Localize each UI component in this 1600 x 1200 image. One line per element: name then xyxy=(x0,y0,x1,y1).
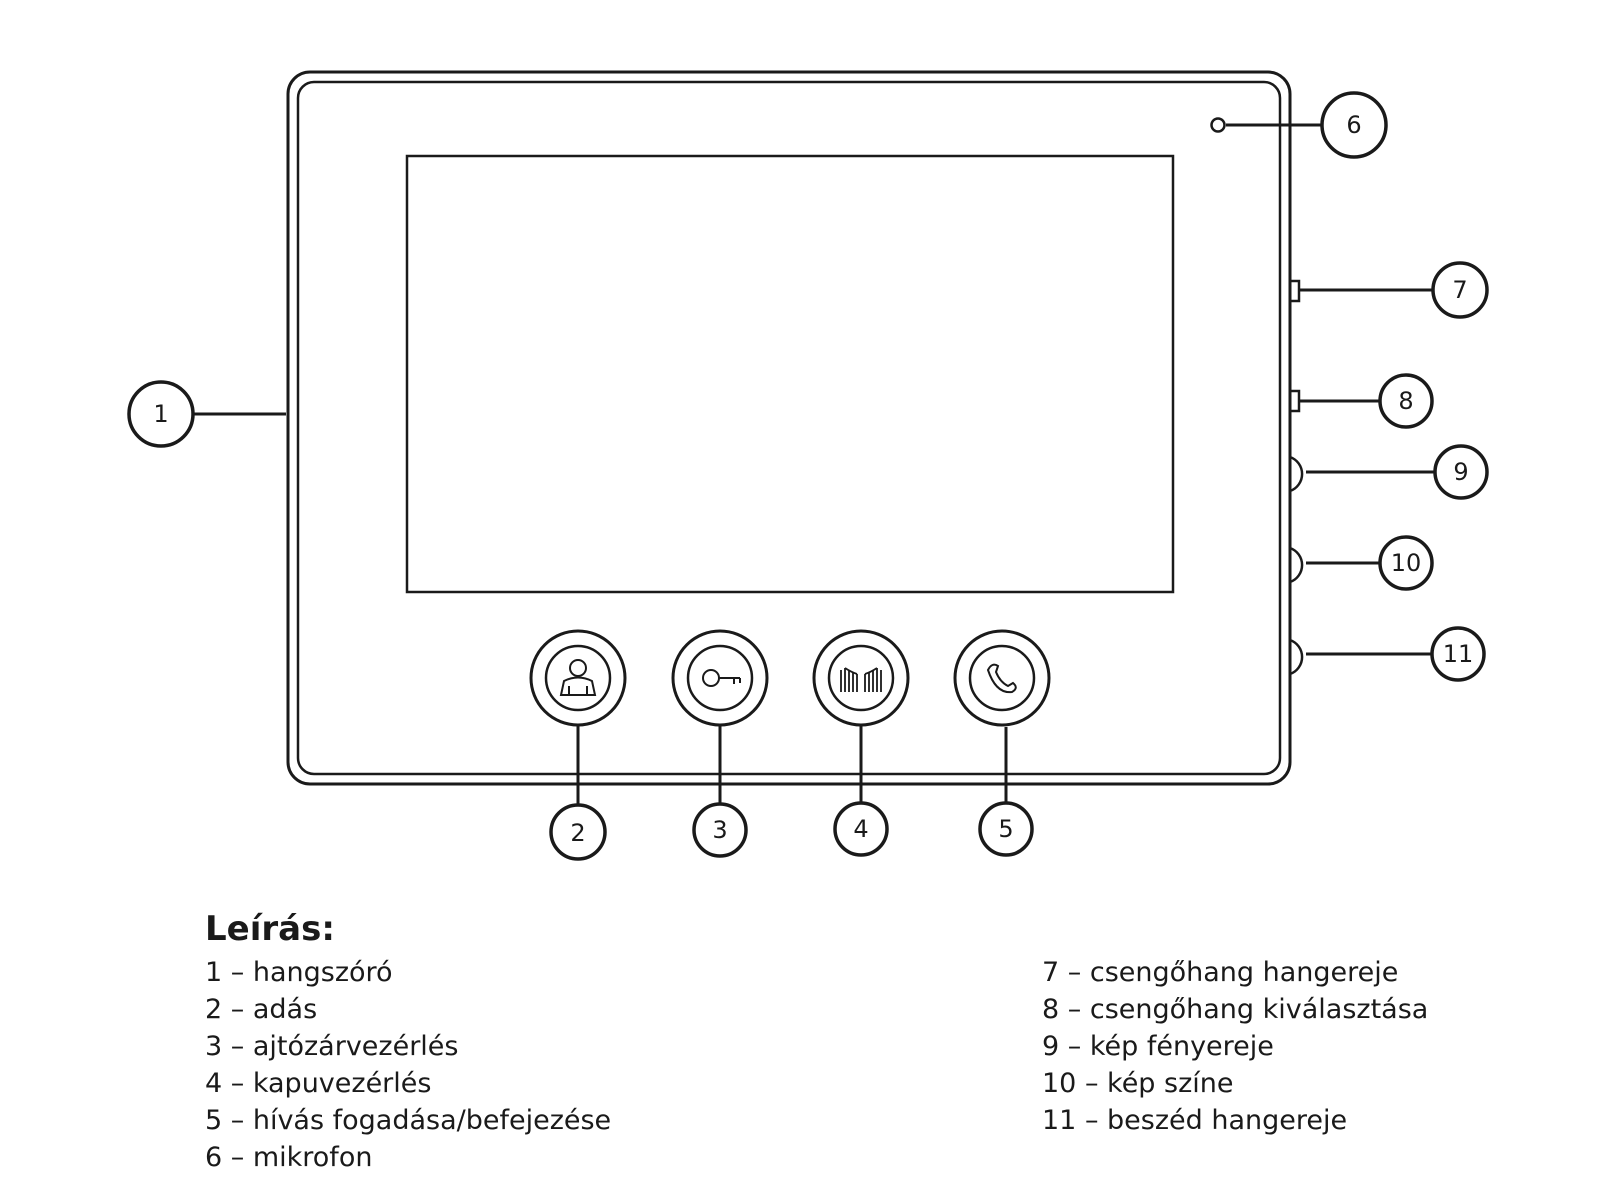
phone-handset-icon xyxy=(986,663,1017,694)
legend-item-6: 6 – mikrofon xyxy=(205,1142,373,1173)
call-answer-button[interactable] xyxy=(953,629,1051,727)
legend-item-5: 5 – hívás fogadása/befejezése xyxy=(205,1105,612,1136)
callout-circle-10 xyxy=(1378,535,1434,591)
gate-icon xyxy=(840,667,882,692)
callout-number-2: 2 xyxy=(570,819,585,847)
legend-item-4: 4 – kapuvezérlés xyxy=(205,1068,432,1099)
callout-number-11: 11 xyxy=(1443,640,1474,668)
callout-number-8: 8 xyxy=(1398,387,1413,415)
legend-item-1: 1 – hangszóró xyxy=(205,957,393,988)
device-inner-frame xyxy=(296,80,1282,776)
callout-number-7: 7 xyxy=(1452,276,1467,304)
callout-number-10: 10 xyxy=(1391,549,1422,577)
monitor-diagram: 1 2 3 4 5 6 7 8 9 10 11 xyxy=(127,70,1489,861)
device-outer-frame xyxy=(286,70,1292,786)
gate-button[interactable] xyxy=(812,629,910,727)
screen xyxy=(405,154,1175,594)
talk-button[interactable] xyxy=(529,629,627,727)
callout-number-4: 4 xyxy=(853,815,868,843)
callout-circle-5 xyxy=(978,801,1034,857)
callout-number-5: 5 xyxy=(998,815,1013,843)
brightness-knob[interactable] xyxy=(1289,455,1304,493)
legend-list-left: 1 – hangszóró 2 – adás 3 – ajtózárvezérl… xyxy=(205,954,611,1176)
callout-circle-6 xyxy=(1320,91,1388,159)
legend-title: Leírás: xyxy=(205,909,335,949)
legend-item-10: 10 – kép színe xyxy=(1042,1068,1234,1099)
legend-item-3: 3 – ajtózárvezérlés xyxy=(205,1031,459,1062)
legend-list-right: 7 – csengőhang hangereje 8 – csengőhang … xyxy=(1042,954,1428,1139)
color-knob[interactable] xyxy=(1289,546,1304,584)
key-icon xyxy=(702,669,741,687)
callout-number-1: 1 xyxy=(153,400,168,428)
callout-circle-2 xyxy=(549,803,607,861)
callout-number-9: 9 xyxy=(1453,458,1468,486)
callout-circle-7 xyxy=(1431,261,1489,319)
legend-item-2: 2 – adás xyxy=(205,994,318,1025)
callout-circle-8 xyxy=(1378,373,1434,429)
callout-number-3: 3 xyxy=(712,816,727,844)
talk-volume-knob[interactable] xyxy=(1289,638,1304,676)
callout-circle-4 xyxy=(833,801,889,857)
callout-circle-1 xyxy=(127,380,195,448)
person-icon xyxy=(559,659,597,696)
callout-number-6: 6 xyxy=(1346,111,1361,139)
door-lock-button[interactable] xyxy=(671,629,769,727)
microphone-hole xyxy=(1210,117,1226,133)
callout-circle-3 xyxy=(692,802,748,858)
legend-item-9: 9 – kép fényereje xyxy=(1042,1031,1274,1062)
legend-item-11: 11 – beszéd hangereje xyxy=(1042,1105,1348,1136)
leader-lines xyxy=(194,123,1435,805)
legend-item-8: 8 – csengőhang kiválasztása xyxy=(1042,994,1429,1025)
callout-circle-9 xyxy=(1433,444,1489,500)
callout-circle-11 xyxy=(1430,626,1486,682)
legend-item-7: 7 – csengőhang hangereje xyxy=(1042,957,1399,988)
